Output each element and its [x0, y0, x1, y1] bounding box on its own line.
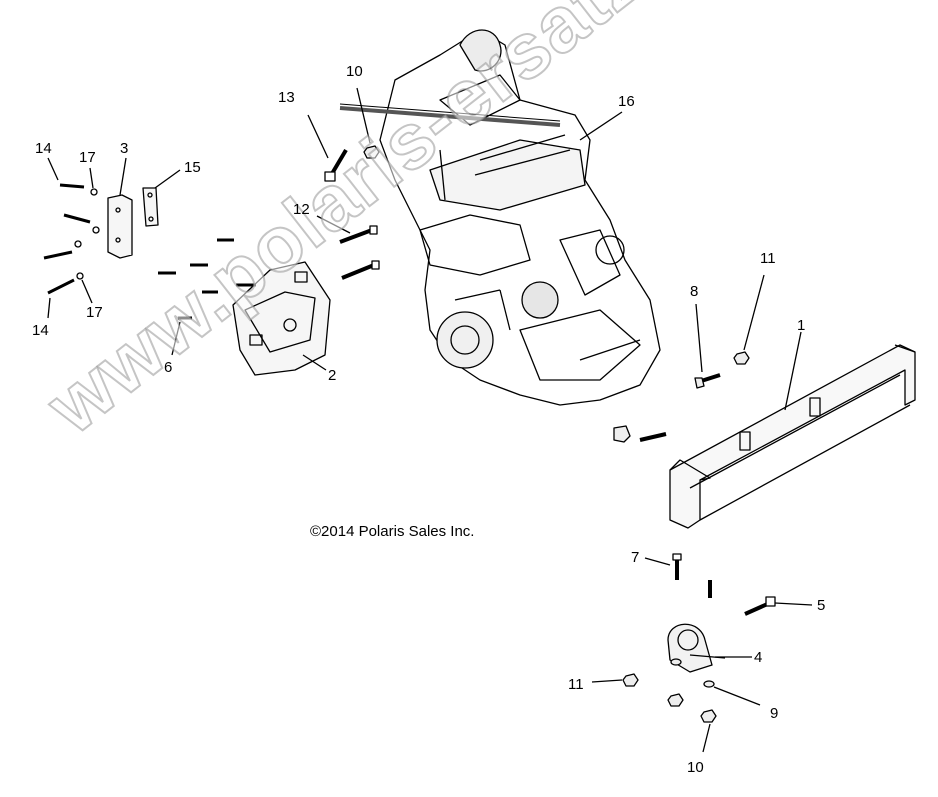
leader-line-12 — [316, 215, 351, 234]
callout-10-top: 10 — [346, 63, 363, 80]
callout-11-top: 11 — [760, 250, 776, 267]
washer-9 — [670, 658, 715, 688]
callout-10-bottom: 10 — [687, 759, 704, 776]
leader-line-1 — [784, 331, 802, 411]
bolt-7 — [672, 553, 682, 580]
callout-2: 2 — [328, 367, 337, 384]
leader-line-16 — [579, 111, 623, 141]
bolt-13 — [324, 148, 348, 182]
callout-12: 12 — [293, 201, 310, 218]
leader-line-17-top — [89, 167, 94, 189]
callout-9: 9 — [770, 705, 779, 722]
washers-17 — [74, 188, 100, 280]
leader-line-6 — [171, 321, 181, 356]
leader-line-3 — [119, 157, 127, 196]
nut-10-lower — [667, 693, 717, 723]
callout-14-bottom: 14 — [32, 322, 49, 339]
leader-line-8 — [695, 303, 703, 373]
nut-11-top — [733, 351, 750, 365]
leader-line-17-bottom — [81, 279, 93, 304]
leader-line-15 — [154, 169, 181, 189]
nut-10-top — [363, 145, 380, 159]
engine-chain — [339, 103, 561, 127]
callout-1: 1 — [797, 317, 806, 334]
leader-line-14-top — [47, 157, 59, 181]
callout-14-top: 14 — [35, 140, 52, 157]
leader-line-11-top — [743, 274, 765, 351]
leader-line-14-bottom — [47, 297, 51, 319]
callout-17-top: 17 — [79, 149, 96, 166]
callout-7: 7 — [631, 549, 640, 566]
callout-13: 13 — [278, 89, 295, 106]
bracket-bolts — [158, 238, 256, 320]
leader-line-11-lower — [591, 679, 623, 683]
bolts-14 — [43, 183, 91, 295]
callout-15: 15 — [184, 159, 201, 176]
leader-line-2 — [302, 354, 327, 371]
copyright-notice: ©2014 Polaris Sales Inc. — [310, 523, 475, 540]
bracket-2 — [232, 261, 331, 376]
leader-line-10-top — [356, 87, 371, 144]
leader-line-9 — [713, 686, 761, 706]
bolt-8 — [694, 373, 721, 389]
leader-line-7 — [644, 557, 671, 566]
block-3 — [107, 194, 133, 259]
callout-6: 6 — [164, 359, 173, 376]
leader-line-10-lower — [702, 723, 711, 753]
engine-assembly — [379, 29, 661, 406]
leader-line-5 — [774, 602, 813, 606]
nut-11-lower — [622, 673, 639, 687]
callout-3: 3 — [120, 140, 129, 157]
callout-4: 4 — [754, 649, 763, 666]
crossmember-1 — [669, 344, 916, 529]
leader-line-13 — [307, 114, 329, 159]
bolts-12 — [339, 225, 380, 280]
engine-lower-fasteners — [613, 425, 667, 443]
callout-17-bottom: 17 — [86, 304, 103, 321]
callout-11-bottom: 11 — [568, 676, 584, 693]
bolt-5 — [744, 596, 776, 616]
callout-5: 5 — [817, 597, 826, 614]
callout-8: 8 — [690, 283, 699, 300]
callout-16: 16 — [618, 93, 635, 110]
plate-15 — [142, 187, 159, 227]
